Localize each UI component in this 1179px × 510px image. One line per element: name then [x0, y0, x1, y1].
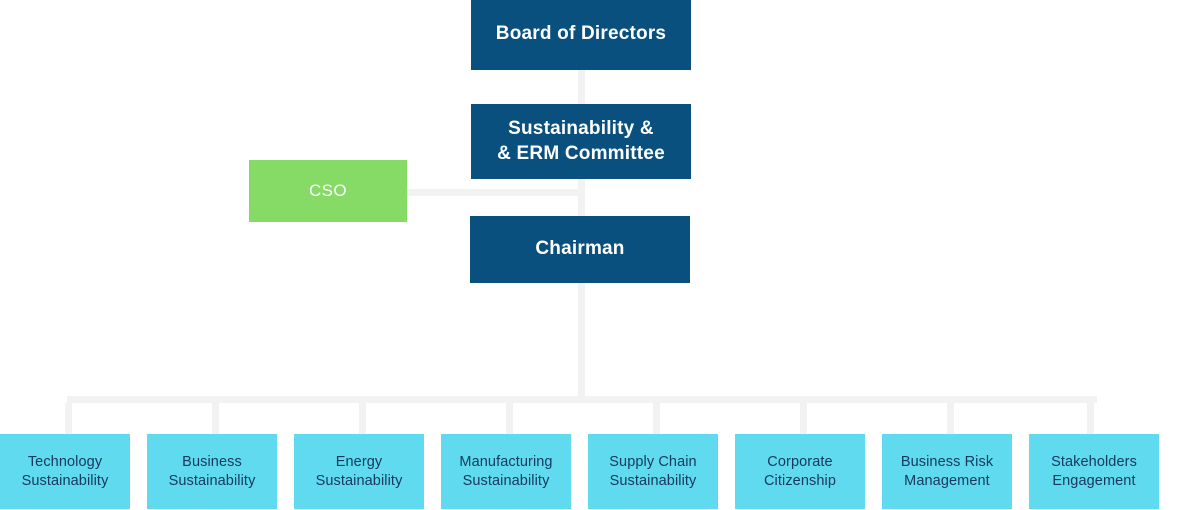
connector-drop-unit-1: [212, 403, 219, 434]
node-unit-business-sustainability[interactable]: Business Sustainability: [147, 434, 277, 509]
connector-drop-unit-3: [506, 403, 513, 434]
node-unit-energy-sustainability[interactable]: Energy Sustainability: [294, 434, 424, 509]
connector-drop-unit-2: [359, 403, 366, 434]
connector-drop-unit-5: [800, 403, 807, 434]
node-unit-supply-chain-sustainability[interactable]: Supply Chain Sustainability: [588, 434, 718, 509]
node-unit-stakeholders-engagement[interactable]: Stakeholders Engagement: [1029, 434, 1159, 509]
connector-drop-unit-7: [1087, 403, 1094, 434]
node-board-of-directors[interactable]: Board of Directors: [471, 0, 691, 70]
node-unit-business-risk-management[interactable]: Business Risk Management: [882, 434, 1012, 509]
connector-horizontal-bus: [67, 396, 1097, 403]
node-sustainability-erm-committee[interactable]: Sustainability & & ERM Committee: [471, 104, 691, 179]
node-unit-technology-sustainability[interactable]: Technology Sustainability: [0, 434, 130, 509]
node-unit-corporate-citizenship[interactable]: Corporate Citizenship: [735, 434, 865, 509]
node-cso[interactable]: CSO: [249, 160, 407, 222]
node-chairman[interactable]: Chairman: [470, 216, 690, 283]
connector-board-to-committee: [578, 70, 585, 105]
connector-chairman-to-bus: [578, 283, 585, 396]
node-unit-manufacturing-sustainability[interactable]: Manufacturing Sustainability: [441, 434, 571, 509]
connector-drop-unit-0: [65, 403, 72, 434]
connector-cso-to-chairman: [407, 189, 585, 196]
connector-committee-to-chairman: [578, 179, 585, 217]
connector-drop-unit-6: [947, 403, 954, 434]
connector-drop-unit-4: [653, 403, 660, 434]
